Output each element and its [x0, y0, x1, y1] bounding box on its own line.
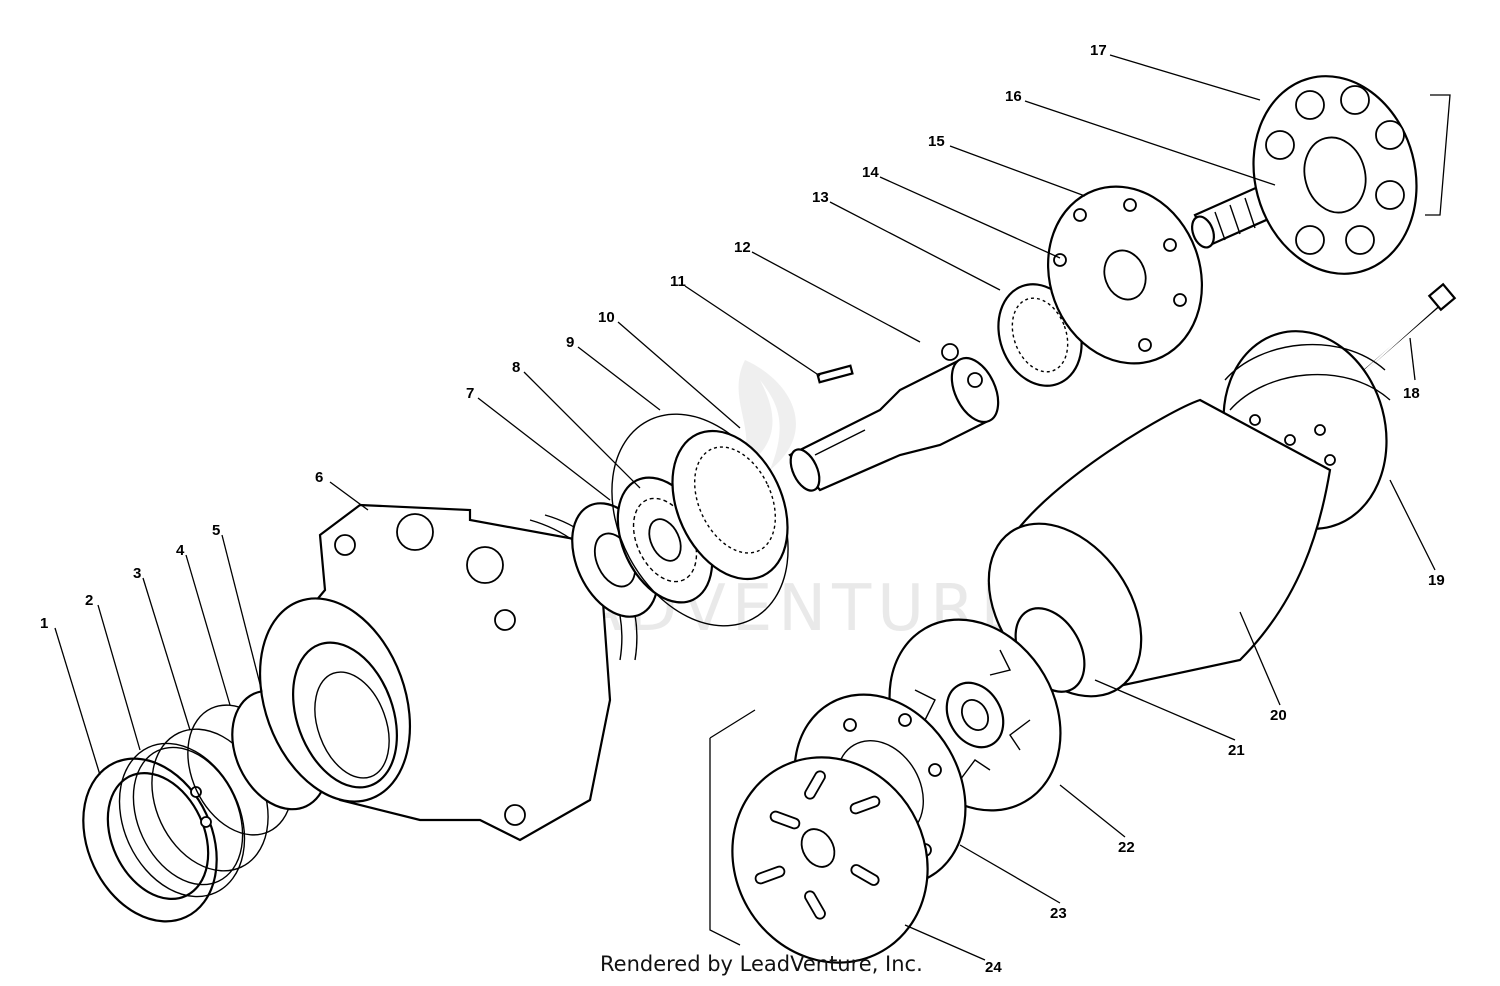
- part-17-geroler[interactable]: [1232, 58, 1451, 293]
- callout-18: 18: [1403, 385, 1420, 402]
- callout-12: 12: [734, 239, 751, 256]
- part-10-needle-bearing[interactable]: [650, 412, 810, 597]
- rendered-by-credit: Rendered by LeadVenture, Inc.: [600, 952, 923, 976]
- callout-14: 14: [862, 164, 879, 181]
- callout-11: 11: [670, 273, 686, 290]
- callout-24: 24: [985, 959, 1002, 976]
- part-18-cap-bolt[interactable]: [1359, 282, 1457, 376]
- callout-19: 19: [1428, 572, 1445, 589]
- callout-9: 9: [566, 334, 574, 351]
- part-15-wear-plate[interactable]: [1024, 165, 1227, 385]
- callout-3: 3: [133, 565, 141, 582]
- callout-labels: 1 2 3 4 5 6 7 8 9 10 11 12 13 14 15 16 1…: [40, 42, 1445, 976]
- part-24-balance-plate[interactable]: [695, 709, 965, 986]
- callout-16: 16: [1005, 88, 1022, 105]
- part-2-retaining-ring[interactable]: [96, 723, 269, 917]
- part-6-housing[interactable]: [233, 503, 638, 842]
- callout-1: 1: [40, 615, 48, 632]
- callout-7: 7: [466, 385, 474, 402]
- callout-22: 22: [1118, 839, 1135, 856]
- callout-8: 8: [512, 359, 520, 376]
- leader-lines: [54, 54, 1436, 961]
- callout-4: 4: [176, 542, 185, 559]
- callout-21: 21: [1228, 742, 1245, 759]
- callout-15: 15: [928, 133, 945, 150]
- callout-2: 2: [85, 592, 93, 609]
- part-11-key[interactable]: [816, 364, 854, 384]
- callout-20: 20: [1270, 707, 1287, 724]
- callout-17: 17: [1090, 42, 1107, 59]
- callout-10: 10: [598, 309, 615, 326]
- callout-13: 13: [812, 189, 829, 206]
- callout-23: 23: [1050, 905, 1067, 922]
- part-20-sleeve[interactable]: [957, 398, 1332, 725]
- callout-5: 5: [212, 522, 220, 539]
- callout-6: 6: [315, 469, 323, 486]
- part-12-drive-shaft[interactable]: [785, 343, 1008, 495]
